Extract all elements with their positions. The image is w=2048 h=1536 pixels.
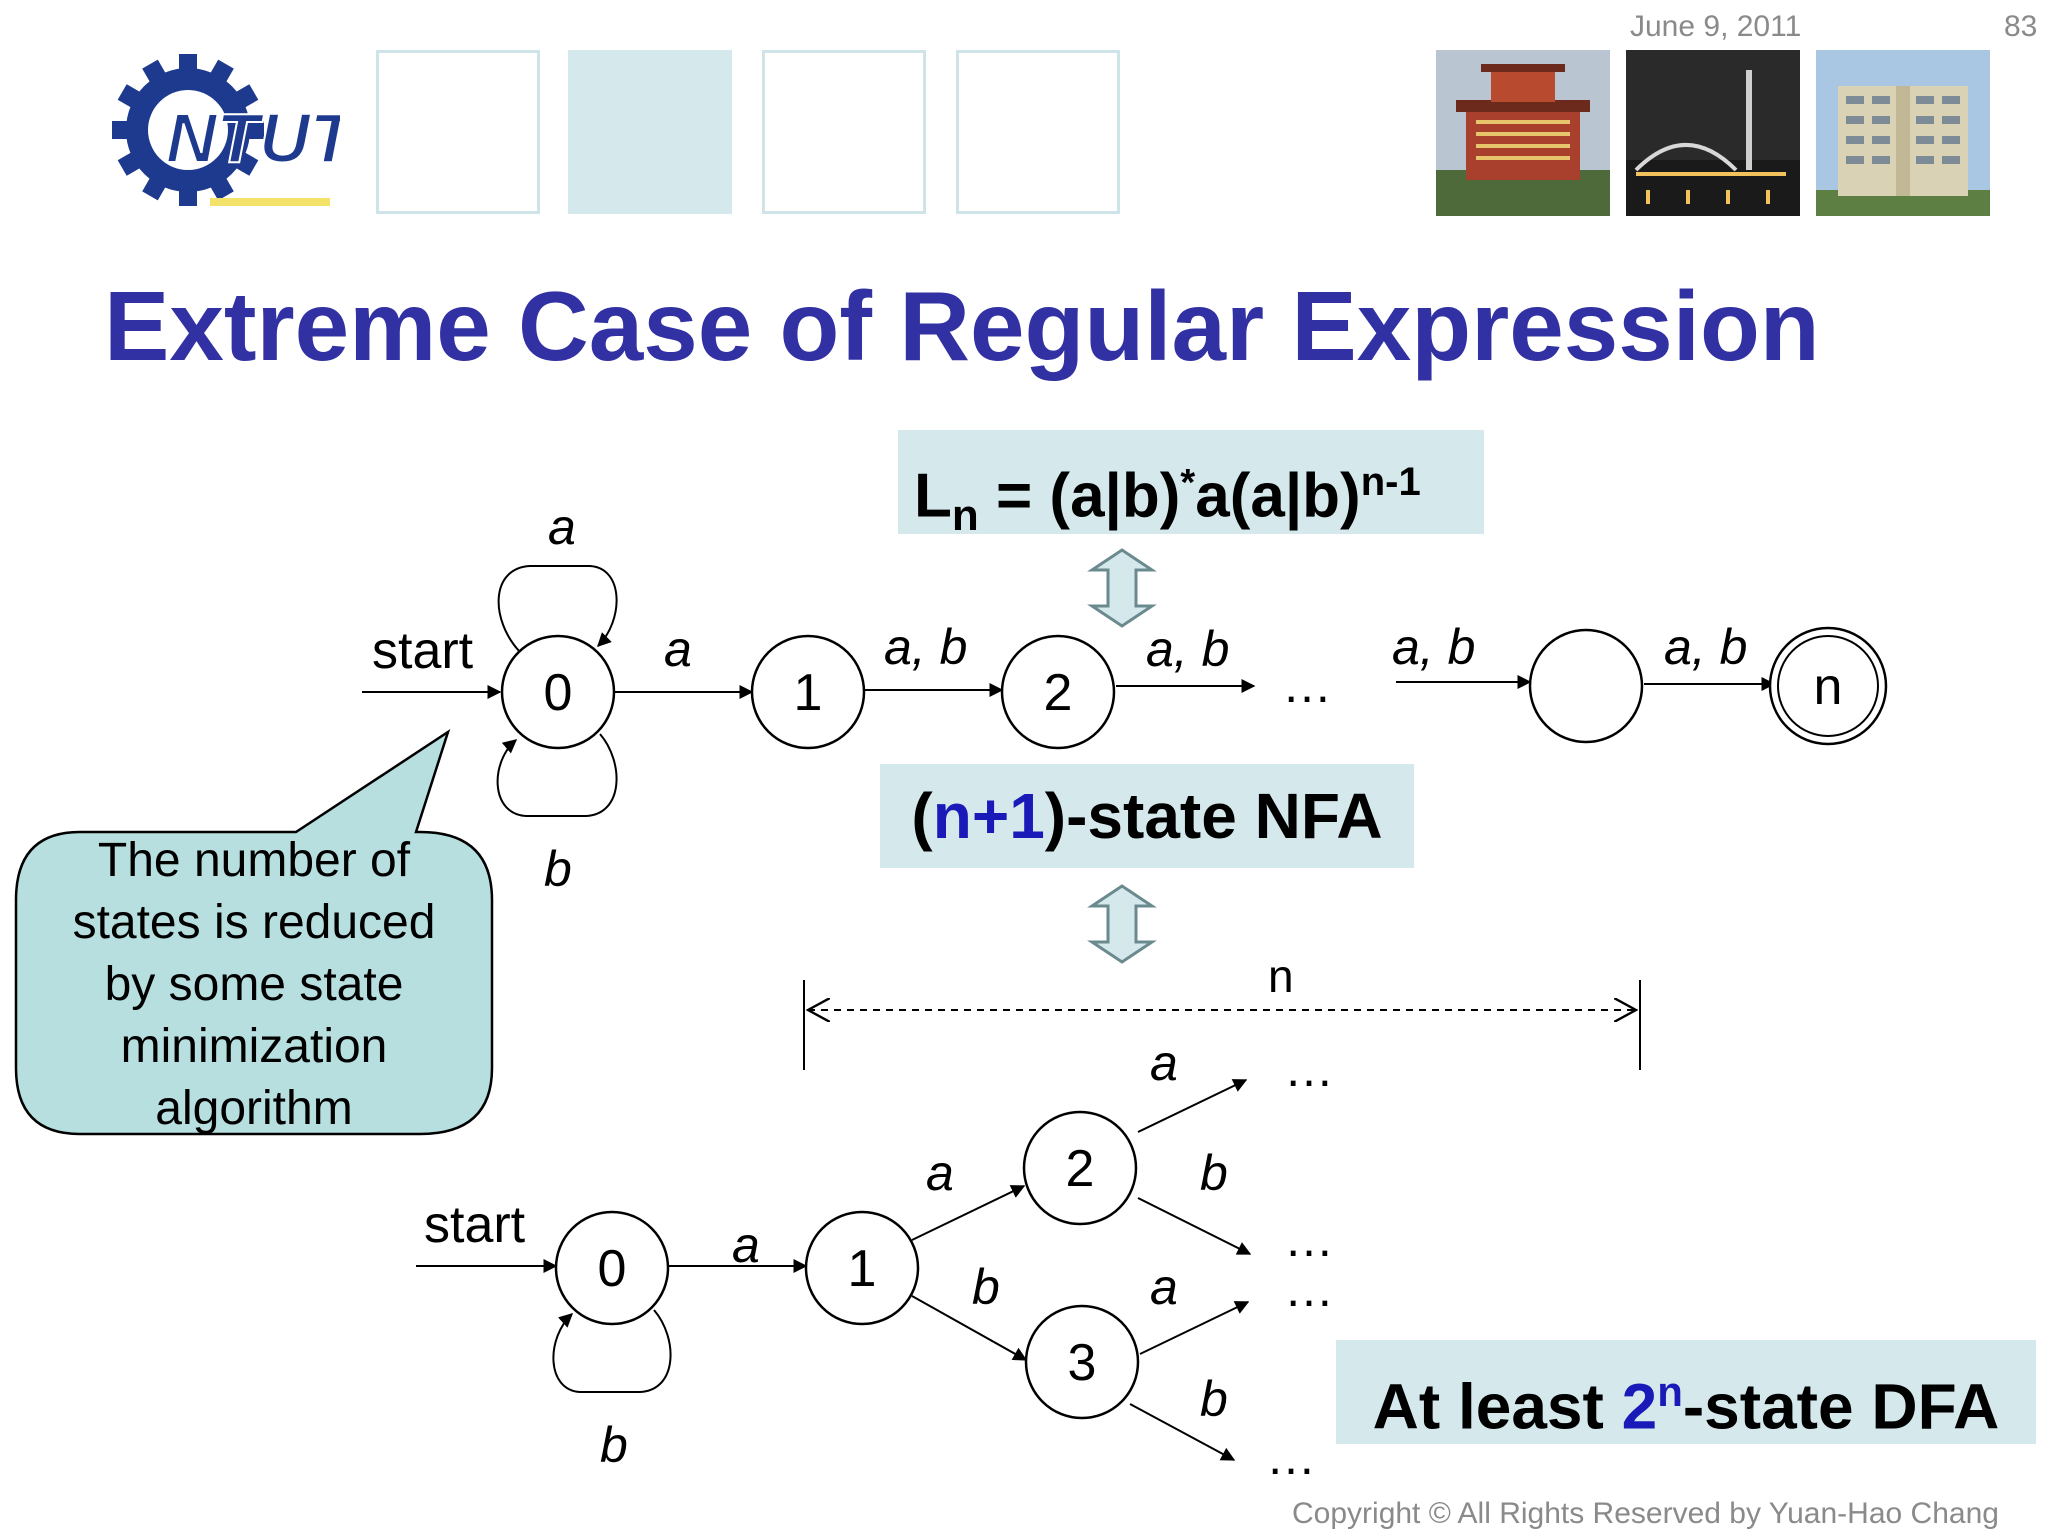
nfa-n-plus-1: n+1 — [932, 780, 1045, 852]
nfa-tkn-label: a, b — [1664, 619, 1747, 675]
nfa-state-n-inner — [1777, 635, 1879, 737]
double-arrow-upper — [1087, 548, 1157, 628]
callout-line-5: algorithm — [155, 1082, 353, 1135]
dfa-ellipsis-3: … — [1284, 1261, 1334, 1317]
double-arrow-lower — [1087, 884, 1157, 964]
nfa-ellipsis: … — [1282, 657, 1332, 713]
formula-L: L — [914, 461, 952, 531]
decor-square-3 — [762, 50, 926, 214]
callout-line-4: minimization — [120, 1020, 388, 1073]
ntut-logo: NTUT — [112, 54, 340, 206]
copyright-footer: Copyright © All Rights Reserved by Yuan-… — [1292, 1497, 1999, 1530]
nfa-state-n-label: n — [1814, 658, 1843, 716]
photo-campus-building — [1816, 50, 1990, 216]
logo-lettering: NTUT — [166, 99, 340, 177]
dfa-state-2-label: 2 — [1066, 1140, 1095, 1198]
dfa-t12-label: a — [926, 1145, 954, 1201]
nfa-state-2-label: 2 — [1044, 664, 1073, 722]
dfa-loop-b — [552, 1309, 672, 1393]
dfa-t3a-label: a — [1150, 1259, 1178, 1315]
dfa-loop-b-label: b — [600, 1417, 628, 1473]
dfa-ellipsis-4: … — [1266, 1429, 1316, 1485]
decor-square-4 — [956, 50, 1120, 214]
nfa-state-k — [1528, 628, 1644, 744]
nfa-state-2 — [1000, 634, 1116, 750]
formula-sub-n: n — [951, 491, 979, 541]
slide-title: Extreme Case of Regular Expression — [104, 271, 1820, 381]
callout-line-2: states is reduced — [72, 896, 436, 949]
nfa-label-box: (n+1)-state NFA — [880, 764, 1414, 868]
dfa-prefix: At least — [1372, 1370, 1622, 1443]
dfa-state-0 — [554, 1210, 670, 1326]
dfa-state-2 — [1022, 1110, 1138, 1226]
dfa-start-label: start — [424, 1196, 526, 1254]
nfa-loop-b — [496, 733, 618, 817]
dfa-state-3-label: 3 — [1068, 1334, 1097, 1392]
callout-line-3: by some state — [104, 958, 404, 1011]
callout-line-1: The number of — [97, 834, 411, 887]
dfa-state-1-label: 1 — [848, 1240, 877, 1298]
dfa-sup-n: n — [1657, 1368, 1683, 1415]
nfa-txk-label: a, b — [1392, 619, 1475, 675]
nfa-t2x-label: a, b — [1146, 621, 1229, 677]
nfa-t12-label: a, b — [884, 619, 967, 675]
nfa-loop-b-label: b — [544, 841, 572, 897]
nfa-rest: )-state NFA — [1044, 780, 1383, 852]
nfa-loop-a — [497, 565, 618, 653]
slide-date: June 9, 2011 — [1630, 10, 1802, 43]
photo-grand-hotel — [1436, 50, 1610, 216]
dfa-label-box: At least 2n-state DFA — [1336, 1340, 2036, 1444]
dfa-t01-label: a — [732, 1217, 760, 1273]
dfa-rest: -state DFA — [1682, 1370, 2000, 1443]
nfa-state-1-label: 1 — [794, 664, 823, 722]
dfa-state-3 — [1024, 1304, 1140, 1420]
callout-bubble — [14, 729, 494, 1136]
nfa-t01-label: a — [664, 621, 692, 677]
decor-square-1 — [376, 50, 540, 214]
dfa-t2b-label: b — [1200, 1145, 1228, 1201]
dfa-t2a-label: a — [1150, 1035, 1178, 1091]
nfa-state-1 — [750, 634, 866, 750]
regex-formula-box: Ln = (a|b)*a(a|b)n-1 — [898, 430, 1484, 540]
dfa-state-1 — [804, 1210, 920, 1326]
decor-square-2 — [568, 50, 732, 214]
slide-page-number: 83 — [2004, 10, 2038, 43]
dfa-t13-label: b — [972, 1259, 1000, 1315]
nfa-loop-a-label: a — [548, 499, 576, 555]
formula-star: * — [1180, 462, 1196, 504]
nfa-start-label: start — [372, 622, 474, 680]
dfa-ellipsis-2: … — [1284, 1211, 1334, 1267]
nfa-state-n — [1768, 626, 1888, 746]
dfa-two: 2 — [1621, 1370, 1658, 1443]
formula-mid: a(a|b) — [1195, 461, 1361, 531]
photo-bridge-night — [1626, 50, 1800, 216]
nfa-open-paren: ( — [911, 780, 933, 852]
dfa-t3b-label: b — [1200, 1371, 1228, 1427]
formula-exp: n-1 — [1360, 460, 1421, 504]
formula-eq: = (a|b) — [978, 461, 1181, 531]
nfa-state-0-label: 0 — [544, 664, 573, 722]
dfa-ellipsis-1: … — [1284, 1041, 1334, 1097]
dfa-state-0-label: 0 — [598, 1240, 627, 1298]
dfa-n-label: n — [1268, 950, 1294, 1002]
callout-text: The number of states is reduced by some … — [24, 830, 484, 1140]
